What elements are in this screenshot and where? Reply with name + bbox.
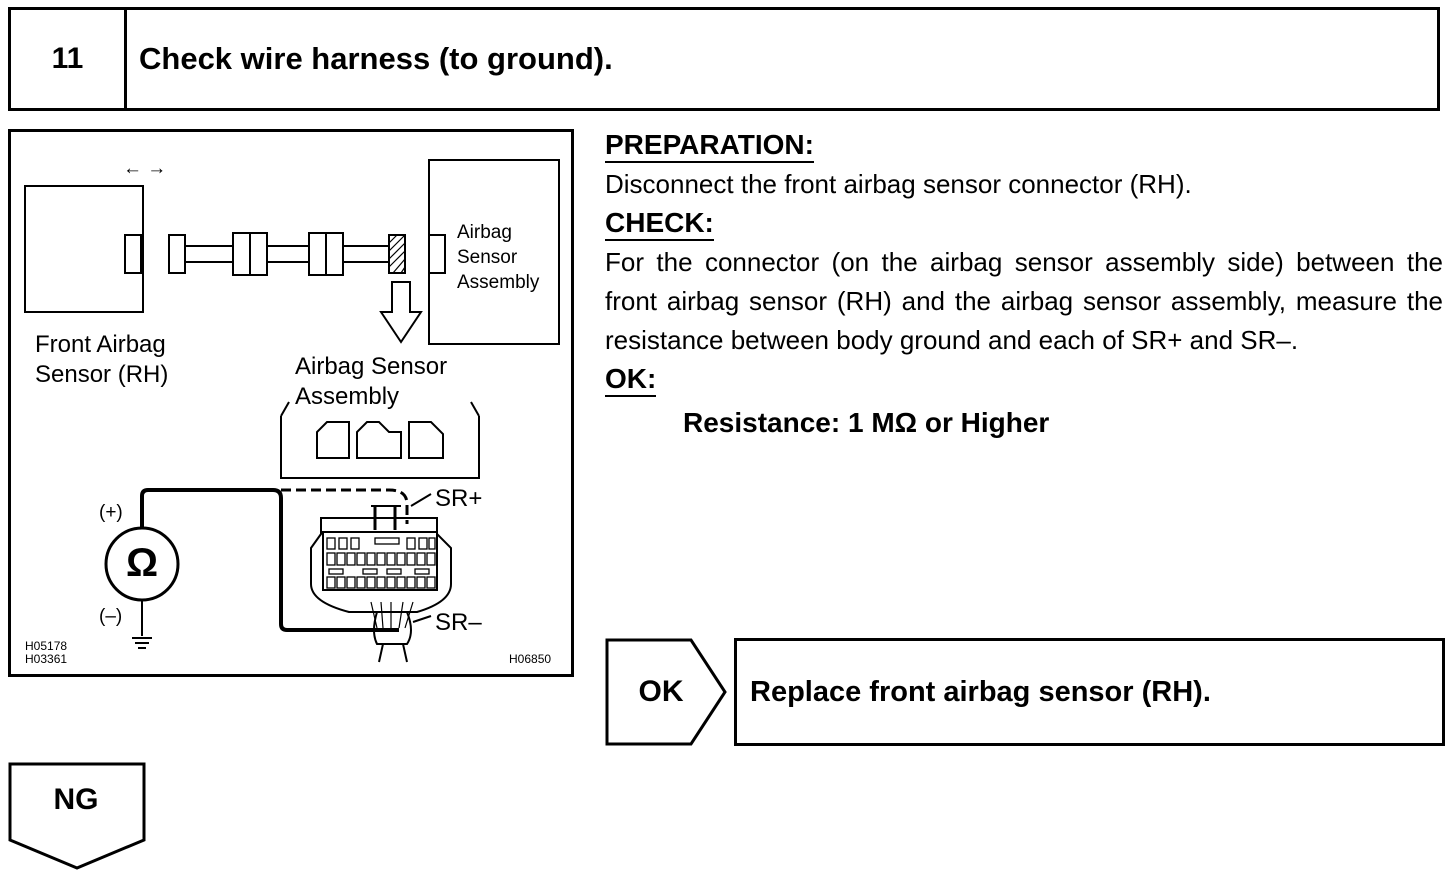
figure-code-3: H06850 — [509, 652, 552, 666]
down-arrow — [379, 281, 423, 344]
wiring-figure: ← → Front Airbag Sensor (RH) Airbag Sens… — [8, 129, 574, 677]
check-heading: CHECK: — [605, 207, 714, 241]
harness-connector-left — [168, 234, 186, 274]
socket-1 — [316, 421, 350, 459]
front-sensor-body — [24, 185, 144, 313]
assembly-connector — [428, 234, 446, 274]
plus-label: (+) — [99, 502, 123, 523]
sr-plus-label: SR+ — [435, 485, 483, 512]
step-header: 11 Check wire harness (to ground). — [8, 7, 1440, 111]
check-text: For the connector (on the airbag sensor … — [605, 247, 1443, 355]
sr-minus-label: SR– — [435, 609, 482, 636]
resistance-spec: Resistance: 1 MΩ or Higher — [683, 407, 1050, 438]
sensor-connector — [310, 517, 452, 613]
ok-heading: OK: — [605, 363, 657, 397]
socket-3 — [408, 421, 444, 459]
step-number: 11 — [11, 10, 127, 108]
front-sensor-label-2: Sensor (RH) — [35, 361, 169, 388]
assembly-box-label-3: Assembly — [457, 272, 540, 293]
ok-tag-shape — [605, 638, 727, 746]
movement-arrows: ← → — [123, 158, 167, 179]
assembly-label-2: Assembly — [295, 383, 400, 410]
preparation-heading: PREPARATION: — [605, 129, 814, 163]
step-title: Check wire harness (to ground). — [139, 41, 613, 76]
ng-tag-shape — [8, 762, 146, 870]
minus-label: (–) — [99, 606, 123, 627]
ng-tag-label: NG — [53, 783, 99, 816]
ok-tag-label: OK — [638, 675, 684, 708]
socket-2 — [356, 421, 402, 459]
ohm-symbol: Ω — [125, 541, 159, 585]
assembly-box-label-2: Sensor — [457, 247, 518, 268]
assembly-box-label-1: Airbag — [457, 222, 512, 243]
instructions: PREPARATION: Disconnect the front airbag… — [605, 126, 1443, 442]
figure-code-1: H05178 — [25, 639, 68, 653]
figure-code-2: H03361 — [25, 652, 68, 666]
front-sensor-label-1: Front Airbag — [35, 331, 166, 358]
preparation-text: Disconnect the front airbag sensor conne… — [605, 169, 1192, 199]
ok-action: Replace front airbag sensor (RH). — [734, 638, 1445, 746]
wiring-diagram — [24, 159, 560, 663]
assembly-label-1: Airbag Sensor — [295, 353, 448, 380]
front-sensor-connector — [124, 234, 142, 274]
